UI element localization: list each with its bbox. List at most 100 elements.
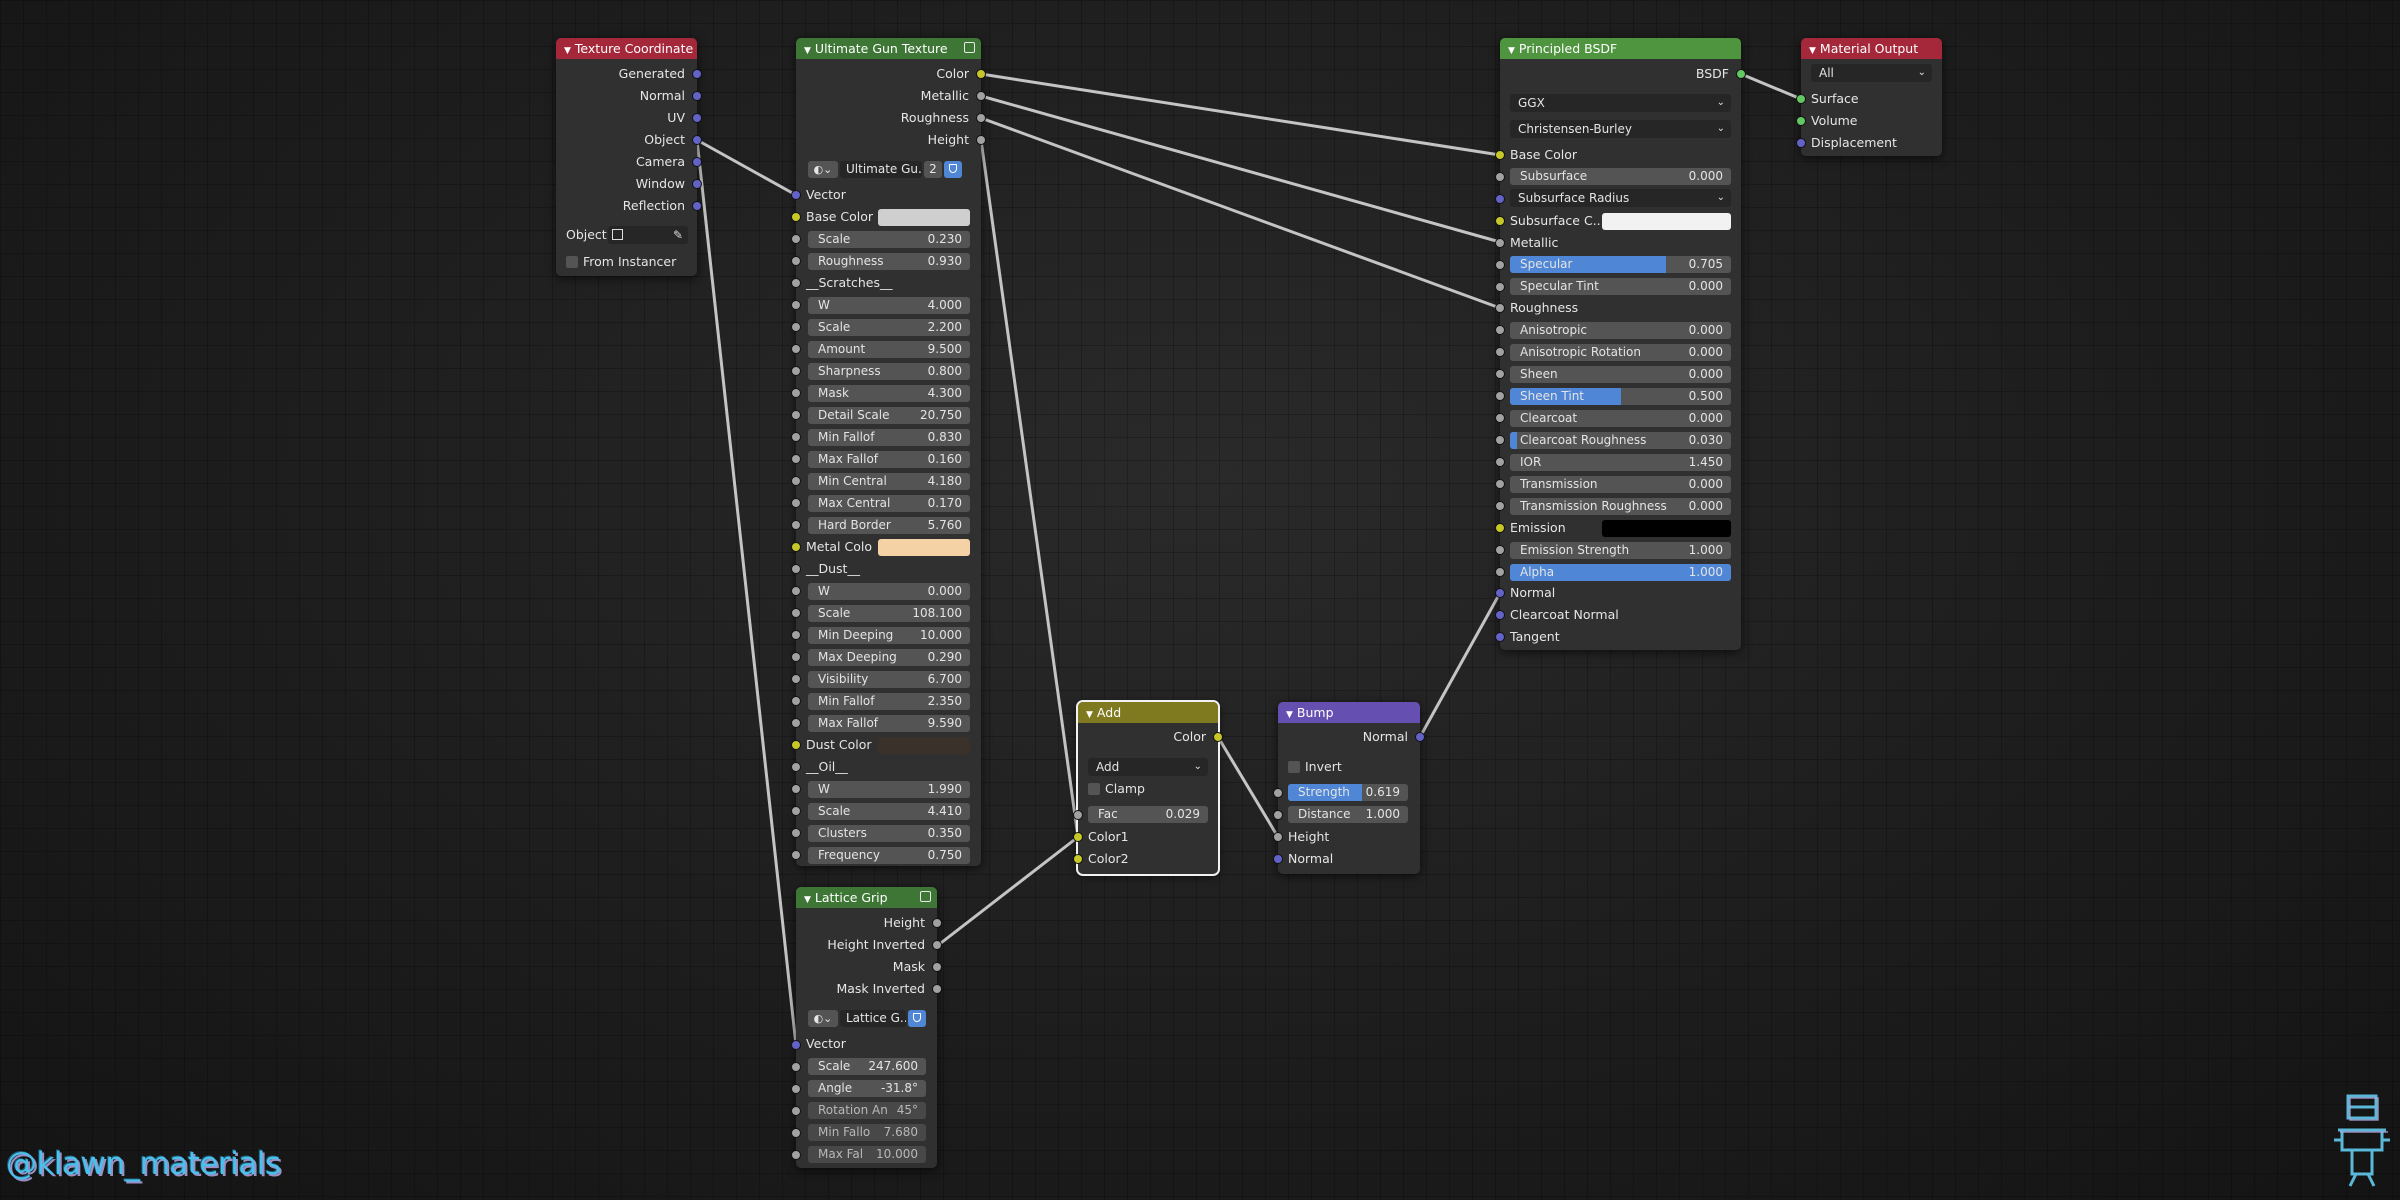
- socket-o-scale-in[interactable]: [791, 806, 801, 816]
- socket-freq-in[interactable]: [791, 850, 801, 860]
- dust-min-fallof-field[interactable]: Min Fallof2.350: [808, 693, 970, 710]
- image-browse-button[interactable]: ◐⌄: [808, 161, 838, 178]
- subsurface-field[interactable]: Subsurface0.000: [1510, 168, 1731, 185]
- socket-lg-rotation-in[interactable]: [791, 1106, 801, 1116]
- min-deeping-field[interactable]: Min Deeping10.000: [808, 627, 970, 644]
- image-browse-button[interactable]: ◐⌄: [808, 1010, 838, 1027]
- socket-p-metallic-in[interactable]: [1495, 238, 1505, 248]
- socket-oil-in[interactable]: [791, 762, 801, 772]
- socket-bump-distance-in[interactable]: [1273, 810, 1283, 820]
- socket-p-sheen-in[interactable]: [1495, 369, 1505, 379]
- socket-p-clearcoat-rough-in[interactable]: [1495, 435, 1505, 445]
- socket-lg-vector-in[interactable]: [791, 1040, 801, 1050]
- dust-color-swatch[interactable]: [878, 737, 970, 754]
- min-fallo-field[interactable]: Min Fallo7.680: [808, 1124, 926, 1141]
- node-material-output[interactable]: ▼Material Output All⌄ Surface Volume Dis…: [1801, 38, 1942, 156]
- socket-p-subsurface-in[interactable]: [1495, 172, 1505, 182]
- socket-p-clearcoat-normal-in[interactable]: [1495, 610, 1505, 620]
- socket-p-emission-strength-in[interactable]: [1495, 545, 1505, 555]
- node-bump[interactable]: ▼Bump Normal Invert Strength0.619 Distan…: [1278, 702, 1420, 874]
- socket-bump-strength-in[interactable]: [1273, 788, 1283, 798]
- socket-clusters-in[interactable]: [791, 828, 801, 838]
- socket-add-color2-in[interactable]: [1073, 854, 1083, 864]
- socket-uv[interactable]: [692, 113, 702, 123]
- socket-bump-height-in[interactable]: [1273, 832, 1283, 842]
- clamp-checkbox[interactable]: [1088, 783, 1100, 795]
- amount-field[interactable]: Amount9.500: [808, 341, 970, 358]
- transmission-field[interactable]: Transmission0.000: [1510, 476, 1731, 493]
- socket-surface-in[interactable]: [1796, 94, 1806, 104]
- subsurface-radius-dropdown[interactable]: Subsurface Radius⌄: [1510, 189, 1731, 207]
- socket-s-maxfall-in[interactable]: [791, 454, 801, 464]
- emission-color-swatch[interactable]: [1602, 520, 1731, 537]
- max-central-field[interactable]: Max Central0.170: [808, 495, 970, 512]
- node-lattice-grip[interactable]: ▼Lattice Grip Height Height Inverted Mas…: [796, 887, 937, 1168]
- subsurface-method-dropdown[interactable]: Christensen-Burley⌄: [1510, 120, 1731, 138]
- socket-volume-in[interactable]: [1796, 116, 1806, 126]
- socket-lg-height-inv-out[interactable]: [932, 940, 942, 950]
- clearcoat-field[interactable]: Clearcoat0.000: [1510, 410, 1731, 427]
- ior-field[interactable]: IOR1.450: [1510, 454, 1731, 471]
- image-name-field[interactable]: Ultimate Gu...: [840, 161, 922, 178]
- socket-p-sheen-tint-in[interactable]: [1495, 391, 1505, 401]
- socket-p-ior-in[interactable]: [1495, 457, 1505, 467]
- from-instancer-checkbox[interactable]: [566, 256, 578, 268]
- strength-field[interactable]: Strength0.619: [1288, 784, 1408, 801]
- socket-vis-in[interactable]: [791, 674, 801, 684]
- node-header[interactable]: ▼Lattice Grip: [796, 887, 937, 908]
- socket-normal[interactable]: [692, 91, 702, 101]
- scale-field[interactable]: Scale247.600: [808, 1058, 926, 1075]
- node-header[interactable]: ▼Texture Coordinate: [556, 38, 697, 59]
- socket-bsdf-out[interactable]: [1736, 69, 1746, 79]
- mask-field[interactable]: Mask4.300: [808, 385, 970, 402]
- socket-generated[interactable]: [692, 69, 702, 79]
- oil-scale-field[interactable]: Scale4.410: [808, 803, 970, 820]
- eyedropper-icon[interactable]: ✎: [673, 226, 683, 244]
- sheen-tint-field[interactable]: Sheen Tint0.500: [1510, 388, 1731, 405]
- socket-dust-color-in[interactable]: [791, 740, 801, 750]
- socket-lg-mask-out[interactable]: [932, 962, 942, 972]
- visibility-field[interactable]: Visibility6.700: [808, 671, 970, 688]
- node-texture-coordinate[interactable]: ▼Texture Coordinate Generated Normal UV …: [556, 38, 697, 276]
- socket-mincen-in[interactable]: [791, 476, 801, 486]
- clearcoat-roughness-field[interactable]: Clearcoat Roughness0.030: [1510, 432, 1731, 449]
- socket-p-transmission-rough-in[interactable]: [1495, 501, 1505, 511]
- socket-p-specular-in[interactable]: [1495, 260, 1505, 270]
- image-users-count[interactable]: 2: [924, 161, 942, 178]
- socket-p-tangent-in[interactable]: [1495, 632, 1505, 642]
- socket-sharpness-in[interactable]: [791, 366, 801, 376]
- socket-lg-scale-in[interactable]: [791, 1062, 801, 1072]
- socket-p-emission-in[interactable]: [1495, 523, 1505, 533]
- socket-amount-in[interactable]: [791, 344, 801, 354]
- socket-displacement-in[interactable]: [1796, 138, 1806, 148]
- socket-s-w-in[interactable]: [791, 300, 801, 310]
- socket-s-minfall-in[interactable]: [791, 432, 801, 442]
- socket-roughness-in[interactable]: [791, 256, 801, 266]
- node-header[interactable]: ▼Ultimate Gun Texture: [796, 38, 981, 59]
- socket-dust-in[interactable]: [791, 564, 801, 574]
- socket-lg-height-out[interactable]: [932, 918, 942, 928]
- node-header[interactable]: ▼Add: [1078, 702, 1218, 723]
- socket-color-out[interactable]: [976, 69, 986, 79]
- socket-roughness-out[interactable]: [976, 113, 986, 123]
- socket-add-fac-in[interactable]: [1073, 810, 1083, 820]
- socket-maxdeep-in[interactable]: [791, 652, 801, 662]
- node-header[interactable]: ▼Principled BSDF: [1500, 38, 1741, 59]
- detail-scale-field[interactable]: Detail Scale20.750: [808, 407, 970, 424]
- scratches-min-fallof-field[interactable]: Min Fallof0.830: [808, 429, 970, 446]
- image-name-field[interactable]: Lattice G...: [840, 1010, 906, 1027]
- socket-lg-maxfal-in[interactable]: [791, 1150, 801, 1160]
- socket-object[interactable]: [692, 135, 702, 145]
- distance-field[interactable]: Distance1.000: [1288, 806, 1408, 823]
- specular-tint-field[interactable]: Specular Tint0.000: [1510, 278, 1731, 295]
- socket-o-w-in[interactable]: [791, 784, 801, 794]
- angle-field[interactable]: Angle-31.8°: [808, 1080, 926, 1097]
- rotation-angle-field[interactable]: Rotation An45°: [808, 1102, 926, 1119]
- socket-d-minfall-in[interactable]: [791, 696, 801, 706]
- emission-strength-field[interactable]: Emission Strength1.000: [1510, 542, 1731, 559]
- socket-p-subsurface-color-in[interactable]: [1495, 216, 1505, 226]
- node-principled-bsdf[interactable]: ▼Principled BSDF BSDF GGX⌄ Christensen-B…: [1500, 38, 1741, 650]
- dust-max-fallof-field[interactable]: Max Fallof9.590: [808, 715, 970, 732]
- scale-field[interactable]: Scale0.230: [808, 231, 970, 248]
- subsurface-color-swatch[interactable]: [1602, 213, 1731, 230]
